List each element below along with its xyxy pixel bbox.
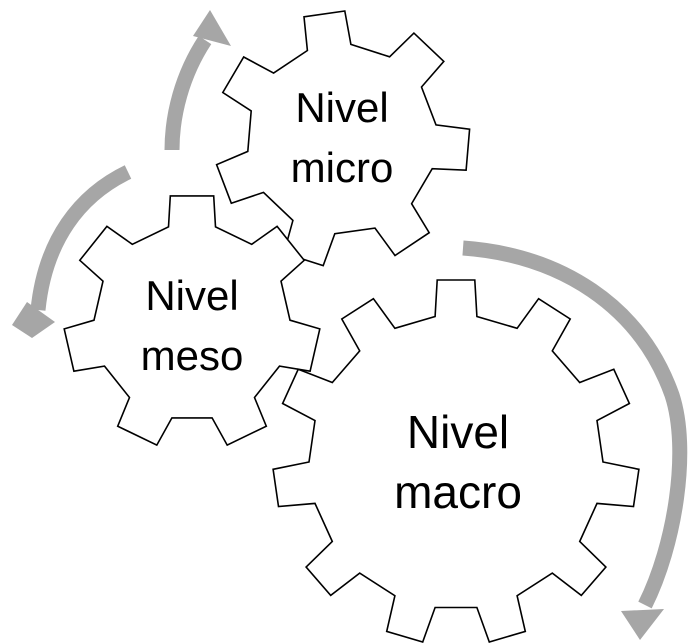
gear-micro-label-line2: micro (291, 144, 394, 191)
gear-macro-outline (272, 279, 640, 643)
gear-meso-label-line2: meso (141, 332, 244, 379)
gear-micro-label-line1: Nivel (295, 84, 388, 131)
arrow-head-left-icon (12, 302, 55, 338)
gear-micro: Nivel micro (215, 10, 471, 267)
gear-macro-label-line2: macro (394, 466, 522, 518)
gear-meso: Nivel meso (63, 195, 321, 447)
cycle-arrows (12, 10, 688, 640)
gear-meso-label-line1: Nivel (145, 272, 238, 319)
arrow-arc-macro-outer (462, 240, 688, 609)
gear-meso-outline (63, 195, 321, 447)
gear-macro: Nivel macro (272, 279, 640, 643)
arrow-arc-micro-to-meso (30, 165, 132, 311)
gear-micro-outline (215, 10, 471, 267)
arrow-head-up-icon (193, 10, 231, 46)
gear-macro-label-line1: Nivel (407, 406, 509, 458)
arrow-arc-meso-to-micro (164, 35, 212, 151)
arrow-head-down-icon (621, 609, 664, 640)
